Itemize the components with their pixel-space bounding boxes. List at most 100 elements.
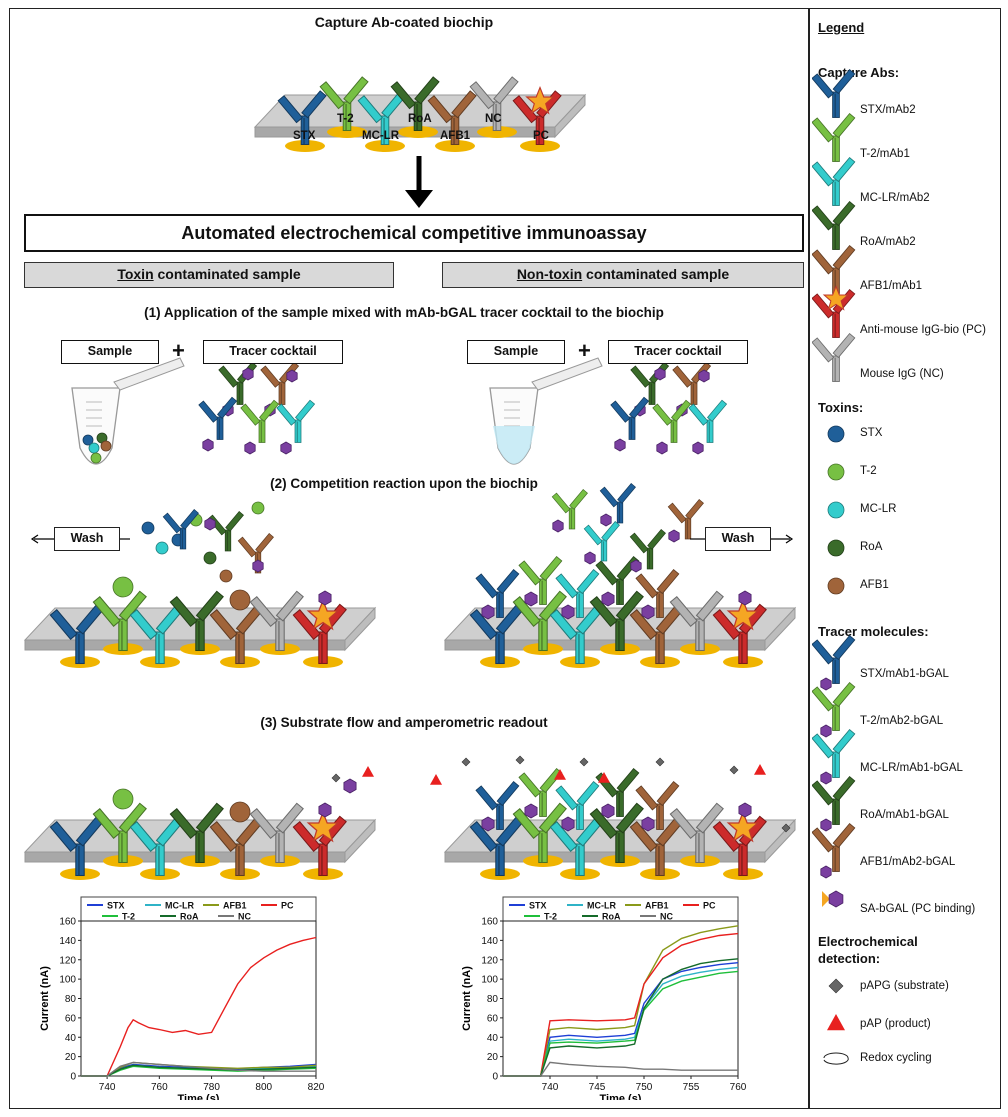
top-spot-pc: [520, 140, 560, 152]
comp-right-tracer-bound-t-2: [518, 555, 563, 605]
legend-tracer-icon-3: [812, 775, 856, 825]
comp-right-tracer-bound-mc-lr: [555, 568, 600, 618]
series-line-pc: [503, 932, 739, 1077]
plus-left: +: [172, 338, 185, 363]
legend-label-stx: STX: [107, 901, 125, 911]
top-antibody-nc: [469, 76, 519, 131]
ytick-label: 40: [65, 1033, 77, 1044]
read-left-bound-afb1: [229, 801, 251, 823]
ytick-label: 160: [59, 917, 76, 928]
legend-label-stx: STX: [529, 901, 547, 911]
legend-capture-icon-1: [812, 112, 856, 162]
legend-capture-label-4: AFB1/mAb1: [860, 280, 922, 292]
free-toxin-4: [203, 551, 217, 565]
series-line-roa: [81, 1064, 317, 1077]
read-right-capture-pc: [712, 810, 767, 877]
top-antibody-stx: [277, 90, 327, 145]
tube-toxin-t2: [90, 452, 102, 464]
legend-tracer-bgal-4: [820, 865, 832, 879]
readout-product-1: [554, 769, 566, 780]
ytick-label: 0: [492, 1072, 498, 1083]
read-right-tracer-bound-mc-lr: [555, 780, 600, 830]
legend-sa-bgal-icon: [828, 890, 844, 908]
read-left-pc-sabgal: [318, 802, 332, 818]
ytick-label: 60: [487, 1013, 499, 1024]
readout-product-3: [754, 764, 766, 775]
chip-label-pc: PC: [533, 130, 549, 142]
right-tracer-mc-lr: [688, 399, 728, 443]
comp-right-tracer-bgal-mc-lr: [561, 604, 575, 620]
x-axis-label: Time (s): [178, 1093, 220, 1100]
comp-left-capture-nc: [249, 590, 304, 652]
ytick-label: 100: [59, 975, 76, 986]
legend-tracer-label-3: RoA/mAb1-bGAL: [860, 809, 949, 821]
free-bgal-r-t-2: [552, 519, 564, 533]
legend-capture-icon-4: [812, 244, 856, 294]
ytick-label: 140: [481, 936, 498, 947]
xtick-label: 740: [542, 1082, 559, 1093]
comp-right-capture-t-2: [512, 590, 567, 652]
xtick-label: 760: [730, 1082, 747, 1093]
tracer-label-right: Tracer cocktail: [608, 340, 748, 364]
left-bgal-top2: [286, 369, 298, 383]
ytick-label: 80: [487, 994, 499, 1005]
legend-label-afb1: AFB1: [645, 901, 669, 911]
left-bgal-top: [242, 367, 254, 381]
comp-right-capture-mc-lr: [549, 603, 604, 665]
legend-title: Legend: [818, 20, 865, 35]
comp-left-pc-sabgal: [318, 590, 332, 606]
right-bgal-top2: [698, 369, 710, 383]
legend-toxins-title: Toxins:: [818, 400, 864, 415]
legend-capture-label-6: Mouse IgG (NC): [860, 368, 944, 380]
top-spot-t-2: [327, 126, 367, 138]
free-bgal-r-roa: [630, 559, 642, 573]
legend-tracer-bgal-3: [820, 818, 832, 832]
legend-capture-label-3: RoA/mAb2: [860, 236, 916, 248]
comp-right-tracer-bgal-roa: [601, 591, 615, 607]
legend-detection-label-2: Redox cycling: [860, 1052, 932, 1064]
legend-tracer-title: Tracer molecules:: [818, 624, 929, 639]
chip-label-roa: RoA: [408, 113, 432, 125]
chip-label-afb1: AFB1: [440, 130, 471, 142]
read-right-capture-mc-lr: [549, 815, 604, 877]
legend-label-nc: NC: [660, 912, 673, 922]
legend-toxin-label-4: AFB1: [860, 579, 889, 591]
legend-sa-icon: [822, 891, 830, 907]
free-toxin-6: [251, 501, 265, 515]
read-right-capture-t-2: [512, 802, 567, 864]
comp-left-bound-t-2: [112, 576, 134, 598]
ytick-label: 100: [481, 975, 498, 986]
chip-label-mc-lr: MC-LR: [362, 130, 400, 142]
xtick-label: 820: [308, 1082, 325, 1093]
legend-label-roa: RoA: [180, 912, 199, 922]
read-left-capture-t-2: [92, 802, 147, 864]
left-bgal-stx: [202, 438, 214, 452]
legend-capture-icon-5: [812, 285, 856, 338]
left-tracer-afb1: [260, 361, 300, 405]
main-diagram: [23, 76, 797, 880]
legend-capture-label-1: T-2/mAb1: [860, 148, 910, 160]
free-tracer-roa: [207, 511, 244, 552]
comp-right-pc-sabgal: [738, 590, 752, 606]
right-bgal-t-2: [656, 441, 668, 455]
step1-title: (1) Application of the sample mixed with…: [144, 305, 664, 320]
ytick-label: 160: [481, 917, 498, 928]
read-right-capture-roa: [589, 802, 644, 864]
capture-biochip: [253, 76, 587, 152]
read-left-capture-nc: [249, 802, 304, 864]
ytick-label: 60: [65, 1013, 77, 1024]
left-bgal-mc-lr: [280, 441, 292, 455]
legend-label-t-2: T-2: [122, 912, 135, 922]
ytick-label: 20: [65, 1052, 77, 1063]
read-right-tracer-bgal-afb1: [641, 816, 655, 832]
legend-capture-label-0: STX/mAb2: [860, 104, 916, 116]
toxin-header-rest: contaminated sample: [153, 266, 301, 282]
legend-capture-icon-3: [812, 200, 856, 250]
read-left-capture-stx: [49, 815, 104, 877]
legend-label-pc: PC: [703, 901, 716, 911]
free-bgal-r-afb1: [668, 529, 680, 543]
top-spot-roa: [398, 126, 438, 138]
free-toxin-5: [219, 569, 233, 583]
